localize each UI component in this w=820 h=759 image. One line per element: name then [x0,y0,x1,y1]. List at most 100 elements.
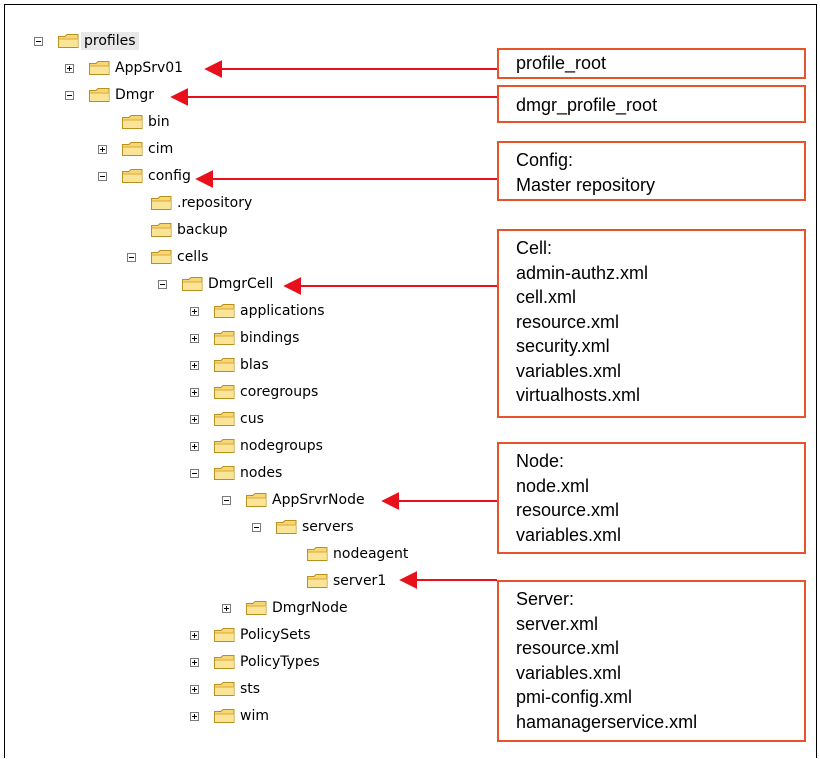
tree-item-label[interactable]: bindings [240,330,300,346]
tree-item-label[interactable]: cus [240,411,264,427]
expand-toggle-icon[interactable] [190,631,199,640]
folder-icon [57,33,80,49]
tree-item-label[interactable]: Dmgr [115,87,155,103]
folder-icon [150,195,173,211]
tree-item-label[interactable]: cim [148,141,174,157]
folder-icon [213,654,236,670]
expand-toggle-icon[interactable] [190,712,199,721]
tree-item-label[interactable]: backup [177,222,228,238]
expand-toggle-icon[interactable] [190,415,199,424]
folder-icon [213,411,236,427]
expand-toggle-icon[interactable] [222,604,231,613]
callout-line: dmgr_profile_root [516,95,658,115]
callout-cell: Cell: admin-authz.xml cell.xml resource.… [497,229,806,418]
callout-node: Node: node.xml resource.xml variables.xm… [497,442,806,554]
tree-item-label[interactable]: server1 [333,573,387,589]
folder-icon [181,276,204,292]
tree-item-label[interactable]: sts [240,681,261,697]
tree-item-label[interactable]: PolicyTypes [240,654,320,670]
tree-item-label[interactable]: DmgrCell [208,276,274,292]
expand-toggle-icon[interactable] [190,307,199,316]
tree-item-label[interactable]: .repository [177,195,253,211]
tree-item-label[interactable]: applications [240,303,325,319]
collapse-toggle-icon[interactable] [98,172,107,181]
callout-line: Node: [516,451,565,471]
folder-icon [306,573,329,589]
expand-toggle-icon[interactable] [190,685,199,694]
tree-item-label[interactable]: servers [302,519,354,535]
callout-line: variables.xml [516,524,622,545]
tree-item-label[interactable]: blas [240,357,269,373]
collapse-toggle-icon[interactable] [190,469,199,478]
folder-icon [213,330,236,346]
folder-icon [121,168,144,184]
callout-line: resource.xml [516,500,620,520]
folder-icon [213,303,236,319]
diagram-frame [4,4,817,758]
tree-item-label[interactable]: bin [148,114,170,130]
tree-item-label[interactable]: cells [177,249,209,265]
expand-toggle-icon[interactable] [190,388,199,397]
folder-icon [306,546,329,562]
folder-icon [213,627,236,643]
tree-item-label[interactable]: coregroups [240,384,319,400]
tree-item-label[interactable]: wim [240,708,269,724]
callout-line: security.xml [516,336,610,356]
tree-item-label[interactable]: AppSrv01 [115,60,184,76]
callout-line: Server: [516,589,575,609]
folder-icon [213,438,236,454]
callout-line: hamanagerservice.xml [516,711,698,732]
expand-toggle-icon[interactable] [65,64,74,73]
folder-icon [213,384,236,400]
tree-item-label[interactable]: nodeagent [333,546,409,562]
callout-line: server.xml [516,613,599,634]
callout-line: virtualhosts.xml [516,385,641,405]
callout-line: admin-authz.xml [516,262,649,283]
folder-icon [213,681,236,697]
callout-config: Config: Master repository [497,141,806,201]
collapse-toggle-icon[interactable] [65,91,74,100]
tree-item-label[interactable]: config [148,168,191,184]
folder-icon [213,465,236,481]
expand-toggle-icon[interactable] [190,658,199,667]
folder-icon [213,357,236,373]
folder-icon [245,600,268,616]
callout-line: profile_root [516,53,607,73]
callout-line: Config: [516,150,574,170]
callout-line: variables.xml [516,662,622,683]
collapse-toggle-icon[interactable] [34,37,43,46]
callout-line: cell.xml [516,287,577,307]
folder-icon [150,222,173,238]
tree-item-label[interactable]: nodes [240,465,283,481]
callout-line: node.xml [516,475,590,496]
callout-line: pmi-config.xml [516,687,633,707]
expand-toggle-icon[interactable] [98,145,107,154]
tree-item-label[interactable]: PolicySets [240,627,311,643]
collapse-toggle-icon[interactable] [252,523,261,532]
callout-line: resource.xml [516,311,620,332]
callout-profile-root: profile_root [497,48,806,79]
tree-item-label[interactable]: profiles [81,32,139,50]
expand-toggle-icon[interactable] [190,442,199,451]
expand-toggle-icon[interactable] [190,334,199,343]
folder-icon [88,60,111,76]
folder-icon [275,519,298,535]
expand-toggle-icon[interactable] [190,361,199,370]
collapse-toggle-icon[interactable] [222,496,231,505]
callout-server: Server: server.xml resource.xml variable… [497,580,806,742]
callout-line: variables.xml [516,360,622,381]
collapse-toggle-icon[interactable] [158,280,167,289]
folder-icon [121,114,144,130]
callout-line: resource.xml [516,638,620,658]
collapse-toggle-icon[interactable] [127,253,136,262]
folder-icon [213,708,236,724]
tree-item-label[interactable]: AppSrvrNode [272,492,365,508]
tree-item-label[interactable]: nodegroups [240,438,323,454]
folder-icon [121,141,144,157]
folder-icon [245,492,268,508]
callout-line: Master repository [516,174,656,195]
tree-item-label[interactable]: DmgrNode [272,600,348,616]
folder-icon [150,249,173,265]
callout-dmgr-profile-root: dmgr_profile_root [497,85,806,123]
